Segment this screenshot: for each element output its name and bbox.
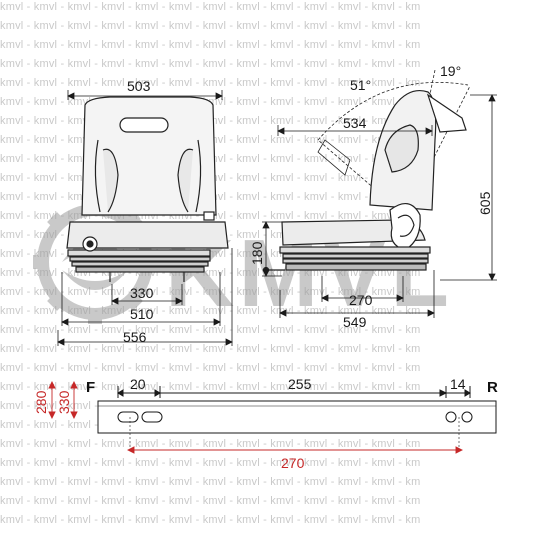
angle-tilt-label: 19° (440, 63, 461, 79)
watermark-row: kmvl - kmvl - kmvl - kmvl - kmvl - kmvl … (0, 381, 421, 393)
watermark-row: kmvl - kmvl - kmvl - kmvl - kmvl - kmvl … (0, 438, 421, 450)
width-top-label: 503 (127, 78, 151, 94)
side-dimensions (262, 94, 497, 318)
watermark-row: kmvl - kmvl - kmvl - kmvl - kmvl - kmvl … (0, 77, 421, 89)
travel-label: 270 (281, 455, 305, 471)
rail-height-a-label: 280 (33, 390, 49, 414)
rail-view (97, 386, 497, 450)
rear-marker-label: R (487, 379, 498, 396)
watermark-row: kmvl - kmvl - kmvl - kmvl - kmvl - kmvl … (0, 1, 421, 13)
watermark-row: kmvl - kmvl - kmvl - kmvl - kmvl - kmvl … (0, 343, 421, 355)
front-marker-label: F (86, 379, 95, 396)
slot-width-label: 20 (130, 376, 146, 392)
watermark-row: kmvl - kmvl - kmvl - kmvl - kmvl - kmvl … (0, 362, 421, 374)
front-dimensions (57, 90, 233, 346)
rail-height-b-label: 330 (56, 390, 72, 414)
hole-dia-label: 14 (450, 376, 466, 392)
watermark-row: kmvl - kmvl - kmvl - kmvl - kmvl - kmvl … (0, 20, 421, 32)
watermark-row: kmvl - kmvl - kmvl - kmvl - kmvl - kmvl … (0, 286, 421, 298)
watermark-row: kmvl - kmvl - kmvl - kmvl - kmvl - kmvl … (0, 514, 421, 526)
watermark-row: kmvl - kmvl - kmvl - kmvl - kmvl - kmvl … (0, 39, 421, 51)
height-total-label: 605 (477, 191, 493, 215)
depth-top-label: 534 (343, 115, 367, 131)
watermark-row: kmvl - kmvl - kmvl - kmvl - kmvl - kmvl … (0, 58, 421, 70)
rail-height-dimensions (48, 380, 78, 420)
width-base-inner-label: 330 (130, 285, 154, 301)
depth-total-label: 549 (343, 314, 367, 330)
watermark-row: kmvl - kmvl - kmvl - kmvl - kmvl - kmvl … (0, 495, 421, 507)
rail-travel-dimension (126, 446, 464, 454)
front-view (66, 96, 229, 282)
watermark-row: kmvl - kmvl - kmvl - kmvl - kmvl - kmvl … (0, 324, 421, 336)
width-mid-label: 510 (130, 306, 154, 322)
height-base-label: 180 (249, 241, 265, 265)
watermark-row: kmvl - kmvl - kmvl - kmvl - kmvl - kmvl … (0, 476, 421, 488)
slide-length-label: 270 (349, 292, 373, 308)
side-view (262, 69, 471, 274)
angle-back-label: 51° (350, 77, 371, 93)
spacing-label: 255 (288, 376, 312, 392)
watermark-row: kmvl - kmvl - kmvl - kmvl - kmvl - kmvl … (0, 457, 421, 469)
width-total-label: 556 (123, 329, 147, 345)
